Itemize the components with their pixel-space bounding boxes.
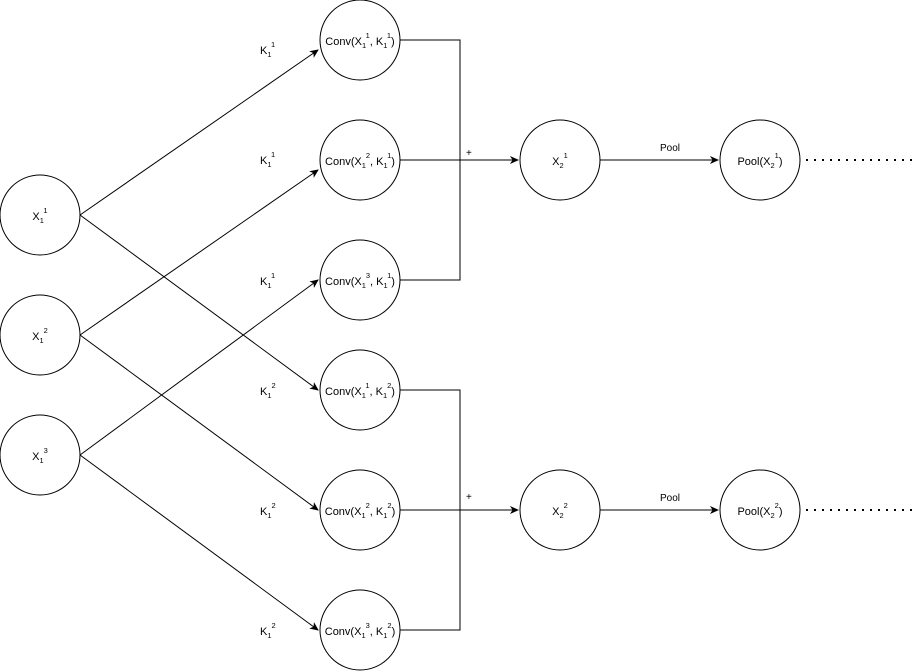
plus-label-1: + xyxy=(466,148,472,159)
edge-x11-conv1 xyxy=(79,49,319,216)
node-conv3-label: Conv(X13, K11) xyxy=(325,271,395,290)
node-pool1-label: Pool(X21) xyxy=(737,151,782,170)
edge-label-k2: K11 xyxy=(260,150,275,169)
edge-conv4-sum2 xyxy=(400,389,461,510)
node-x13-label: X13 xyxy=(32,446,48,465)
edge-conv1-sum1 xyxy=(400,39,461,160)
pool-edge-label-2: Pool xyxy=(660,493,680,504)
pool-edges xyxy=(600,156,918,514)
edge-x13-conv6 xyxy=(79,454,319,631)
edge-label-k4: K12 xyxy=(260,381,276,400)
node-conv2-label: Conv(X12, K11) xyxy=(325,151,395,170)
node-x22-label: X22 xyxy=(552,501,568,520)
plus-label-2: + xyxy=(466,492,472,503)
edge-x12-conv2 xyxy=(79,169,319,336)
edge-label-k1: K11 xyxy=(260,40,275,59)
node-x11-label: X11 xyxy=(32,206,47,225)
node-conv6-label: Conv(X13, K12) xyxy=(325,621,396,640)
edge-conv6-sum2 xyxy=(400,510,461,631)
edge-x13-conv3 xyxy=(79,279,319,456)
node-x21-label: X21 xyxy=(552,151,568,170)
edge-conv3-sum1 xyxy=(400,160,461,281)
edge-x12-conv5 xyxy=(79,334,319,511)
node-conv5: Conv(X12, K12) xyxy=(319,469,401,551)
node-conv2: Conv(X12, K11) xyxy=(319,119,401,201)
edge-label-k5: K12 xyxy=(260,501,276,520)
node-pool1: Pool(X21) xyxy=(719,119,801,201)
node-x11: X11 xyxy=(0,174,81,256)
node-conv4-label: Conv(X11, K12) xyxy=(325,381,395,400)
node-conv6: Conv(X13, K12) xyxy=(319,589,401,671)
node-conv1: Conv(X11, K11) xyxy=(319,0,401,81)
node-x13: X13 xyxy=(0,414,81,496)
node-pool2-label: Pool(X22) xyxy=(737,501,782,520)
node-conv5-label: Conv(X12, K12) xyxy=(325,501,396,520)
kernel-labels: K11 K11 K11 K12 K12 K12 xyxy=(260,40,276,640)
input-edges xyxy=(79,49,319,631)
edge-x11-conv4 xyxy=(79,214,319,391)
node-conv3: Conv(X13, K11) xyxy=(319,239,401,321)
edge-label-k6: K12 xyxy=(260,621,276,640)
node-conv1-label: Conv(X11, K11) xyxy=(325,31,394,50)
node-x22: X22 xyxy=(519,469,601,551)
edge-label-k3: K11 xyxy=(260,271,275,290)
sum-edges xyxy=(400,39,519,631)
node-x21: X21 xyxy=(519,119,601,201)
node-conv4: Conv(X11, K12) xyxy=(319,349,401,431)
node-pool2: Pool(X22) xyxy=(719,469,801,551)
pool-edge-label-1: Pool xyxy=(660,143,680,154)
node-x12: X12 xyxy=(0,294,81,376)
node-x12-label: X12 xyxy=(32,326,48,345)
